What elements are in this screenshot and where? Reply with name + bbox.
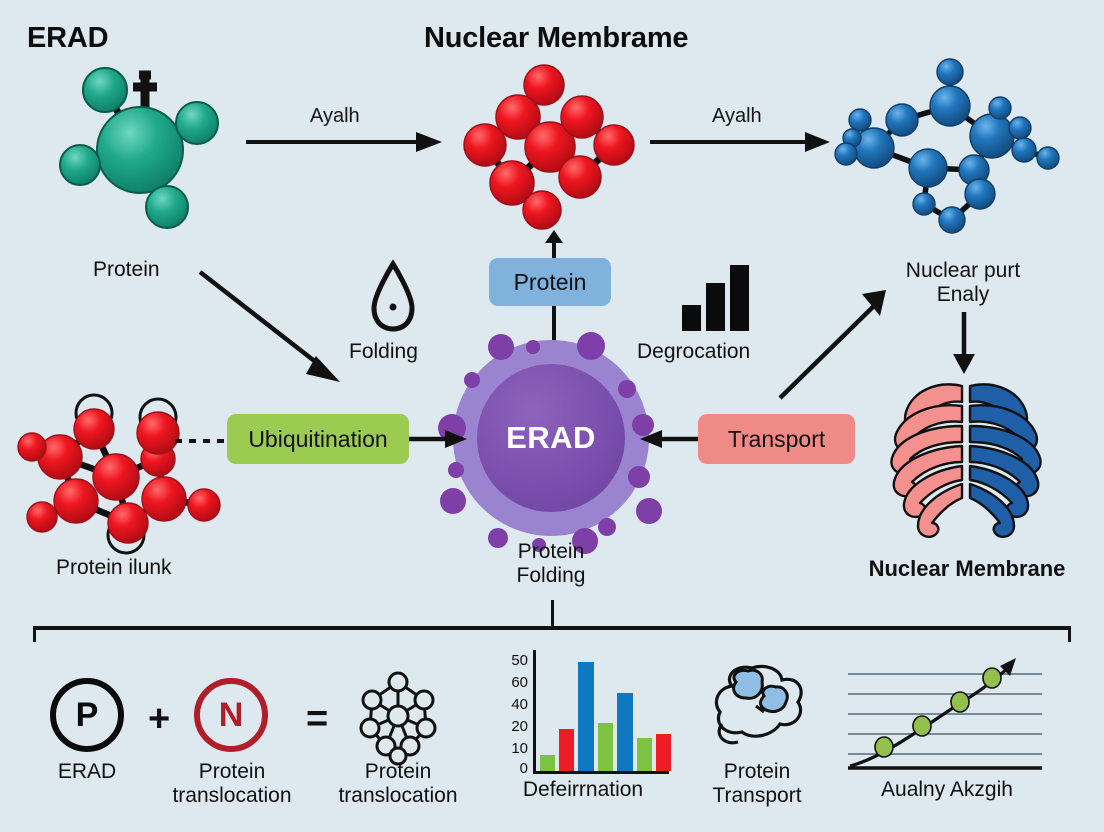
blue-molecule-top — [824, 58, 1076, 240]
legend-ring-n-symbol: N — [218, 695, 244, 734]
arrow-ubiquitination-to-hub — [409, 429, 467, 449]
process-box-transport[interactable]: Transport — [698, 414, 855, 464]
folding-label: Folding — [349, 340, 418, 363]
bar-chart-x-axis — [533, 771, 669, 774]
process-box-protein-label: Protein — [513, 268, 587, 295]
erad-hub-core: ERAD — [477, 364, 625, 512]
hub-caption-line1: Protein — [517, 540, 585, 563]
bar-ytick-4: 10 — [511, 740, 528, 757]
bar-ytick-1: 60 — [511, 674, 528, 691]
bar-6 — [637, 738, 652, 771]
legend-label-network-line1: Protein — [364, 760, 432, 783]
arrow-to-nuclear-port — [778, 288, 890, 400]
bar-chart-y-axis — [533, 650, 536, 774]
legend-label-network-line2: translocation — [338, 784, 458, 807]
arrow-caption-first: Ayalh — [310, 105, 360, 127]
red-molecule-top — [462, 55, 642, 235]
bar-4 — [598, 723, 613, 771]
degrocation-label: Degrocation — [637, 340, 751, 363]
arrow-transport-to-hub — [640, 429, 698, 449]
bar-7 — [656, 734, 671, 771]
nuclear-membrane-illustration — [862, 372, 1072, 550]
arrow-second — [650, 130, 830, 154]
nuclear-port-line1: Nuclear purt — [905, 259, 1021, 282]
bar-ytick-2: 40 — [511, 696, 528, 713]
trend-chart-xlabel: Aualny Akzgih — [881, 778, 1013, 801]
bar-chart-xlabel: Defeirrnation — [522, 778, 644, 801]
nuclear-membrane-label: Nuclear Membrane — [868, 556, 1066, 581]
process-box-ubiquitination-label: Ubiquitination — [248, 425, 388, 452]
bar-3 — [578, 662, 594, 771]
legend-label-transport-line1: Protein — [723, 760, 791, 783]
bar-2 — [559, 729, 574, 771]
arrow-protein-box-up — [543, 230, 565, 258]
erad-hub: ERAD — [453, 340, 649, 536]
bar-5 — [617, 693, 633, 771]
legend-operator-plus: + — [148, 698, 171, 740]
legend-ring-p-symbol: P — [75, 695, 99, 734]
legend-ring-n[interactable]: N — [194, 678, 268, 752]
bar-chart-icon — [680, 263, 752, 331]
bottom-bracket — [33, 626, 1071, 642]
arrow-port-to-membrane — [952, 312, 976, 374]
bar-ytick-0: 50 — [511, 652, 528, 669]
legend-label-n-line2: translocation — [172, 784, 292, 807]
aualny-akzgih-trend-chart — [842, 650, 1052, 778]
red-molecule-left-label: Protein ilunk — [56, 556, 172, 579]
protein-transport-blob-icon — [702, 662, 812, 754]
bar-1 — [540, 755, 555, 771]
teal-molecule-label: Protein — [93, 258, 160, 281]
folding-droplet-icon — [362, 258, 424, 336]
legend-operator-equals: = — [306, 698, 329, 740]
teal-protein-molecule — [45, 55, 235, 240]
title-nuclear-membrane: Nuclear Membrame — [424, 22, 689, 54]
bar-chart-plot-area — [538, 650, 671, 771]
arrow-first — [246, 130, 442, 154]
legend-network-icon — [352, 670, 444, 766]
arrow-caption-second: Ayalh — [712, 105, 762, 127]
process-box-protein[interactable]: Protein — [489, 258, 611, 306]
legend-label-n-line1: Protein — [198, 760, 266, 783]
bar-ytick-3: 20 — [511, 718, 528, 735]
title-erad: ERAD — [27, 22, 109, 54]
red-molecule-left — [17, 393, 223, 555]
bar-ytick-5: 0 — [519, 760, 528, 777]
dotted-connector — [175, 437, 227, 445]
legend-ring-p[interactable]: P — [50, 678, 124, 752]
erad-hub-label: ERAD — [506, 420, 596, 455]
arrow-protein-to-ubiquitination — [198, 270, 358, 400]
process-box-ubiquitination[interactable]: Ubiquitination — [227, 414, 409, 464]
defeirrnation-bar-chart: 50 60 40 20 10 0 — [500, 650, 671, 777]
bottom-bracket-stem — [551, 600, 554, 628]
legend-label-erad: ERAD — [57, 760, 117, 783]
process-box-transport-label: Transport — [727, 425, 826, 452]
hub-caption-line2: Folding — [516, 564, 586, 587]
nuclear-port-line2: Enaly — [936, 283, 990, 306]
legend-label-transport-line2: Transport — [712, 784, 802, 807]
